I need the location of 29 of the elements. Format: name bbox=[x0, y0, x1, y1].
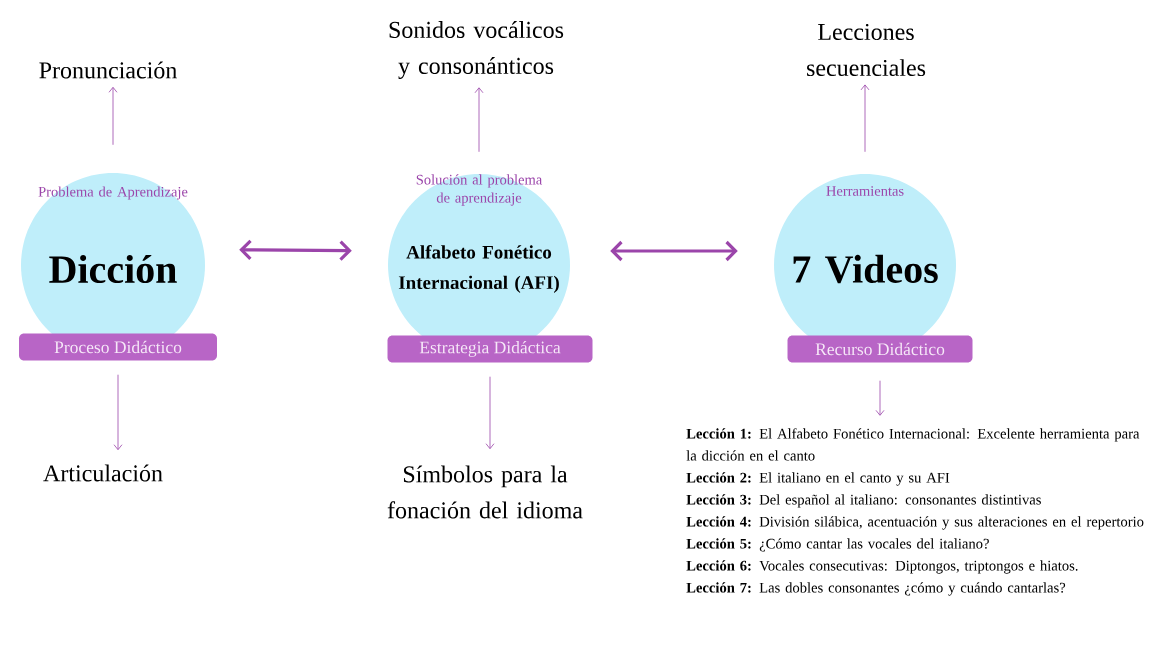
arrow bbox=[485, 376, 495, 450]
arrow bbox=[113, 374, 123, 451]
lesson-text: Lección 7: Las dobles consonantes ¿cómo y cuándo cantarlas? bbox=[686, 582, 1066, 596]
circle-heading: Solución al problema de aprendizaje bbox=[416, 174, 543, 206]
lesson-text: Lección 1: El Alfabeto Fonético Internacional: Excelente herramienta para la dicción en el canto bbox=[686, 428, 1140, 461]
ribbon-banner: Estrategia Didáctica bbox=[387, 335, 593, 363]
topic-label: Articulación bbox=[43, 464, 163, 482]
lesson-text: Lección 4: División silábica, acentuación y sus alteraciones en el repertorio bbox=[686, 516, 1144, 530]
arrow bbox=[474, 87, 484, 153]
topic-label: Lecciones secuenciales bbox=[807, 23, 926, 77]
arrow bbox=[239, 239, 352, 261]
arrow bbox=[875, 380, 885, 416]
lesson-text: Lección 5: ¿Cómo cantar las vocales del italiano? bbox=[686, 538, 989, 552]
circle-title: Dicción bbox=[49, 254, 177, 284]
arrow bbox=[860, 84, 870, 153]
arrow bbox=[108, 86, 118, 146]
topic-label: Símbolos para la fonación del idioma bbox=[387, 465, 583, 519]
arrow bbox=[610, 240, 738, 262]
lesson-text: Lección 6: Vocales consecutivas: Diptongos, triptongos e hiatos. bbox=[686, 560, 1078, 574]
circle-title: Alfabeto Fonético Internacional (AFI) bbox=[398, 245, 559, 293]
ribbon-banner: Recurso Didáctico bbox=[787, 335, 973, 363]
ribbon-banner: Proceso Didáctico bbox=[19, 333, 217, 361]
topic-label: Sonidos vocálicos y consonánticos bbox=[389, 21, 564, 79]
lesson-text: Lección 2: El italiano en el canto y su AFI bbox=[686, 472, 950, 486]
circle-heading: Problema de Aprendizaje bbox=[38, 186, 188, 200]
circle-heading: Herramientas bbox=[826, 186, 904, 196]
circle-title: 7 Videos bbox=[793, 254, 938, 284]
lesson-text: Lección 3: Del español al italiano: consonantes distintivas bbox=[686, 494, 1041, 508]
topic-label: Pronunciación bbox=[39, 61, 177, 79]
